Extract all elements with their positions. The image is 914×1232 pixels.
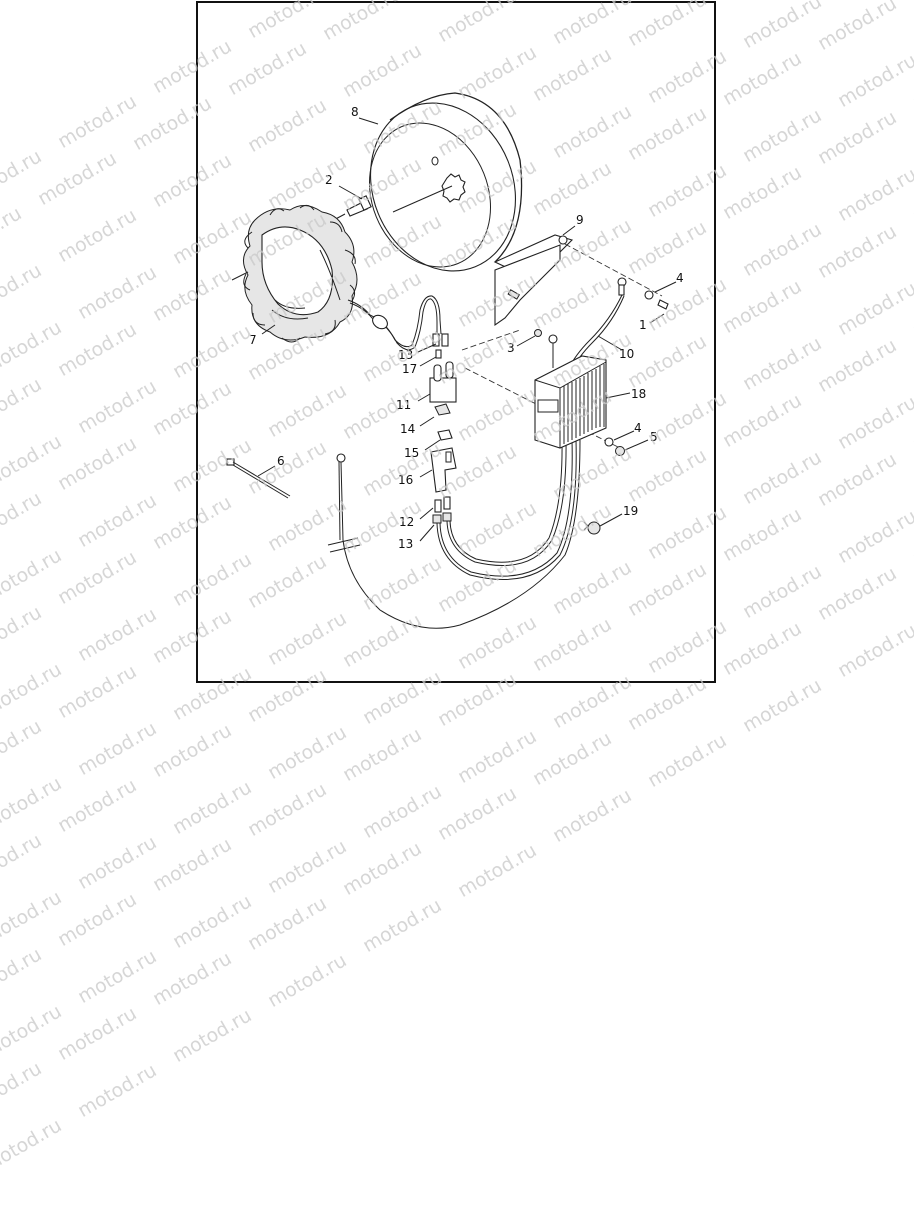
callout-4-upper: 4: [676, 271, 684, 285]
watermark-text: motod.ru: [169, 776, 256, 839]
parts-drawing: 1 2 3 4 4 5 6 7 8 9 10 11 12 13 13 14 15…: [226, 92, 684, 629]
watermark-text: motod.ru: [0, 1000, 66, 1063]
callout-1: 1: [639, 318, 647, 332]
callout-13-lower: 13: [398, 537, 413, 551]
cable-strap-part: [226, 458, 291, 499]
watermark-text: motod.ru: [0, 829, 46, 892]
watermark-text: motod.ru: [454, 725, 541, 788]
watermark-text: motod.ru: [264, 721, 351, 784]
watermark-text: motod.ru: [74, 945, 161, 1008]
ground-wire-part: [567, 277, 627, 373]
watermark-text: motod.ru: [149, 719, 236, 782]
watermark-text: motod.ru: [149, 947, 236, 1010]
watermark-text: motod.ru: [264, 949, 351, 1012]
watermark-text: motod.ru: [339, 837, 426, 900]
connector-housing-part: [417, 361, 457, 403]
callout-labels: 1 2 3 4 4 5 6 7 8 9 10 11 12 13 13 14 15…: [249, 105, 684, 551]
callout-4-lower: 4: [634, 421, 642, 435]
watermark-text: motod.ru: [74, 831, 161, 894]
callout-6: 6: [277, 454, 285, 468]
watermark-text: motod.ru: [0, 1114, 66, 1177]
callout-18: 18: [631, 387, 646, 401]
watermark-text: motod.ru: [0, 886, 66, 949]
callout-3: 3: [507, 341, 515, 355]
watermark-text: motod.ru: [74, 717, 161, 780]
watermark-text: motod.ru: [74, 1059, 161, 1122]
watermark-text: motod.ru: [0, 943, 46, 1006]
clip-part-19: [583, 513, 623, 535]
regulator-bracket-part: [493, 225, 576, 327]
watermark-text: motod.ru: [339, 723, 426, 786]
watermark-text: motod.ru: [434, 782, 521, 845]
watermark-text: motod.ru: [54, 1002, 141, 1065]
callout-8: 8: [351, 105, 359, 119]
watermark-text: motod.ru: [0, 1057, 46, 1120]
watermark-text: motod.ru: [0, 715, 46, 778]
callout-13-upper: 13: [398, 348, 413, 362]
watermark-text: motod.ru: [359, 780, 446, 843]
connector-socket-housing-part: [419, 447, 457, 493]
stator-lead: [347, 295, 449, 353]
watermark-text: motod.ru: [264, 835, 351, 898]
watermark-text: motod.ru: [0, 772, 66, 835]
callout-14: 14: [400, 422, 415, 436]
callout-11: 11: [396, 398, 411, 412]
stator-part: [231, 204, 358, 343]
callout-5: 5: [650, 430, 658, 444]
stator-screw-part: [329, 185, 372, 223]
diagram-frame: [196, 1, 716, 683]
watermark-text: motod.ru: [169, 1004, 256, 1067]
watermark-text: motod.ru: [244, 892, 331, 955]
voltage-regulator-part: [534, 355, 631, 449]
watermark-text: motod.ru: [149, 833, 236, 896]
watermark-text: motod.ru: [454, 839, 541, 902]
watermark-text: motod.ru: [644, 729, 731, 792]
watermark-text: motod.ru: [54, 888, 141, 951]
callout-16: 16: [398, 473, 413, 487]
watermark-text: motod.ru: [244, 778, 331, 841]
callout-10: 10: [619, 347, 634, 361]
callout-17: 17: [402, 362, 417, 376]
watermark-text: motod.ru: [549, 784, 636, 847]
callout-19: 19: [623, 504, 638, 518]
battery-lead: [327, 439, 581, 629]
terminals-lower: [419, 496, 452, 542]
watermark-text: motod.ru: [169, 890, 256, 953]
watermark-text: motod.ru: [54, 774, 141, 837]
callout-15: 15: [404, 446, 419, 460]
watermark-text: motod.ru: [529, 727, 616, 790]
callout-12: 12: [399, 515, 414, 529]
watermark-text: motod.ru: [359, 894, 446, 957]
callout-9: 9: [576, 213, 584, 227]
callout-7: 7: [249, 333, 257, 347]
rotor-part: [368, 92, 523, 272]
callout-2: 2: [325, 173, 333, 187]
